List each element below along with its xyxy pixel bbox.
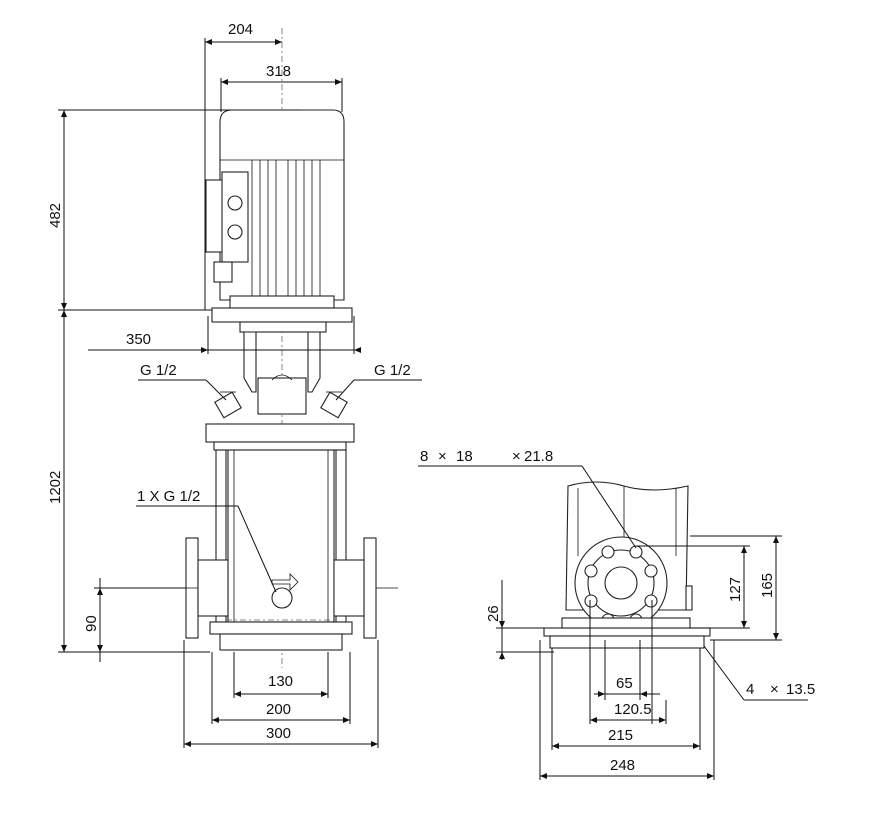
dim-1202: 1202	[47, 471, 64, 504]
dim-90: 90	[83, 615, 100, 632]
dim-350: 350	[126, 331, 151, 348]
inlet-flange	[176, 537, 229, 639]
motor	[205, 109, 345, 309]
pcd: 21.8	[524, 448, 553, 465]
front-view: 204 318 482 350 G 1/2 G 1/2 1202	[47, 21, 422, 748]
dim-65: 65	[616, 675, 633, 692]
dim-300: 300	[266, 725, 291, 742]
dim-318: 318	[266, 63, 291, 80]
cable-gland	[227, 195, 243, 211]
mount-count: 4	[746, 681, 754, 698]
coupling-window	[257, 377, 307, 415]
coupling	[239, 321, 327, 415]
dim-127: 127	[727, 577, 744, 602]
vent-plug-left	[214, 391, 242, 419]
drain-label: 1 X G 1/2	[137, 488, 200, 505]
holes-dia: 18	[456, 448, 473, 465]
holes-times: ×	[438, 448, 447, 465]
flange-bore	[604, 566, 638, 600]
vent-plug-right	[320, 391, 348, 419]
side-base	[543, 627, 711, 637]
dim-120-5: 120.5	[614, 701, 652, 718]
drain-plug	[271, 587, 293, 609]
cable-gland	[227, 224, 243, 240]
port-label-left: G 1/2	[140, 362, 177, 379]
mount-dia: 13.5	[786, 681, 815, 698]
port-label-right: G 1/2	[374, 362, 411, 379]
side-view: 8 × 18 × 21.8 26 127 165 65 1	[418, 448, 815, 780]
dim-248: 248	[610, 757, 635, 774]
holes-count: 8	[420, 448, 428, 465]
mount-times: ×	[770, 681, 779, 698]
dim-165: 165	[759, 573, 776, 598]
pump-base	[209, 621, 353, 635]
pump-head	[205, 423, 355, 443]
dim-26: 26	[485, 605, 502, 622]
terminal-box-cover	[221, 171, 249, 263]
dim-130: 130	[268, 673, 293, 690]
dim-204: 204	[228, 21, 253, 38]
outlet-flange	[333, 537, 398, 639]
motor-flange	[211, 307, 353, 323]
dim-200: 200	[266, 701, 291, 718]
dim-215: 215	[608, 727, 633, 744]
pcd-times: ×	[512, 448, 521, 465]
dim-482: 482	[47, 203, 64, 228]
